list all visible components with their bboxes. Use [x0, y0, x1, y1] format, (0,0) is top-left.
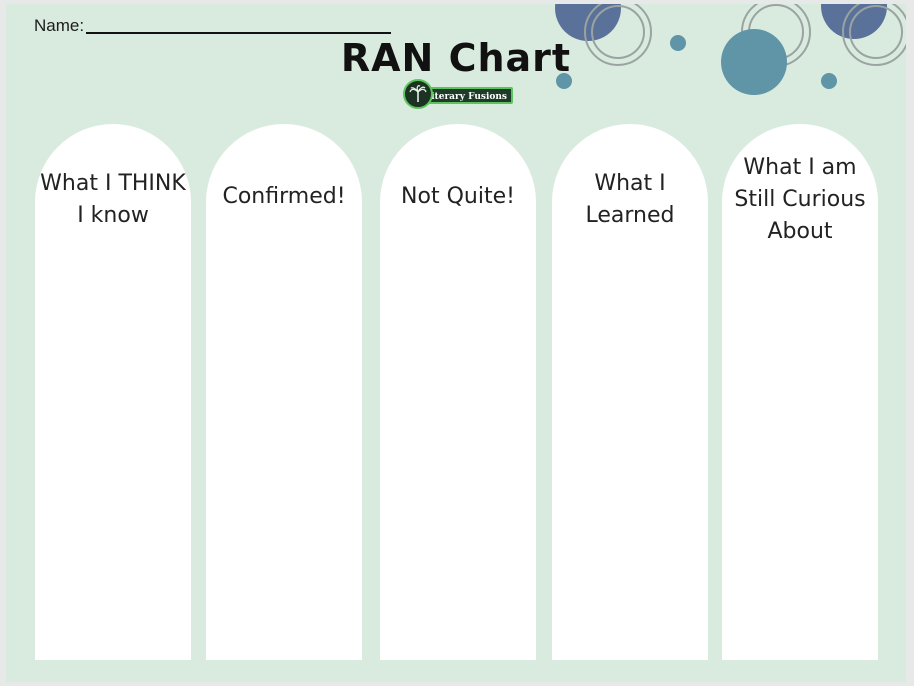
name-label: Name:: [34, 16, 85, 35]
column-what-i-think-i-know[interactable]: What I THINK I know: [35, 124, 191, 660]
column-confirmed[interactable]: Confirmed!: [206, 124, 362, 660]
page-title: RAN Chart: [340, 36, 572, 80]
column-title: What I Learned: [585, 171, 675, 228]
name-field[interactable]: Name:: [34, 16, 392, 36]
ran-columns: What I THINK I know Confirmed! Not Quite…: [6, 4, 906, 682]
column-what-i-learned[interactable]: What I Learned: [552, 124, 708, 660]
column-title: What I am Still Curious About: [734, 155, 866, 244]
column-still-curious[interactable]: What I am Still Curious About: [722, 124, 878, 660]
name-line[interactable]: [86, 32, 392, 34]
column-title: What I THINK I know: [40, 171, 186, 228]
logo: Literary Fusions: [403, 79, 515, 113]
decorative-circles: [555, 4, 906, 95]
worksheet-page: Name: RAN Chart Literary Fusions What I …: [6, 4, 906, 682]
column-not-quite[interactable]: Not Quite!: [380, 124, 536, 660]
column-title: Not Quite!: [401, 184, 515, 209]
column-title: Confirmed!: [222, 184, 346, 209]
palm-tree-icon: [403, 79, 433, 109]
